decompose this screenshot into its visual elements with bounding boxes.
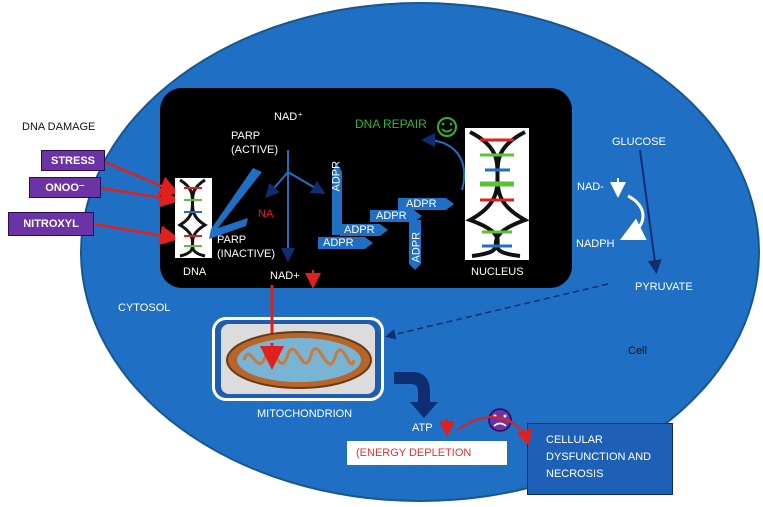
energy-depletion-box: (ENERGY DEPLETION <box>347 441 507 465</box>
dna-helix-left <box>175 178 212 258</box>
dna-repair-label: DNA REPAIR <box>355 117 427 131</box>
adpr-shapes <box>318 163 454 270</box>
na-label: NA <box>258 208 274 220</box>
onoo-box: ONOO⁻ <box>29 177 101 198</box>
parp-inactive-label: PARP (INACTIVE) <box>217 234 276 260</box>
nucleus-label: NUCLEUS <box>471 266 524 278</box>
pyruvate-dashed-arrow <box>385 283 609 340</box>
onoo-arrow <box>100 186 180 208</box>
mitochondrion-illustration <box>226 331 372 389</box>
nad-minus-label: NAD- <box>577 181 604 193</box>
frown-icon <box>488 408 512 432</box>
nad-plus-top-label: NAD⁺ <box>274 111 304 123</box>
mitochondrion-label: MITOCHONDRION <box>257 408 353 420</box>
dna-label: DNA <box>183 266 207 278</box>
nad-to-nadph-curve <box>619 194 647 241</box>
energy-depletion-label: (ENERGY DEPLETION <box>356 447 472 459</box>
glucose-to-pyruvate-arrow <box>639 149 662 274</box>
adpr-label-4: ADPR <box>376 210 407 222</box>
nad-to-adpr-arrow <box>287 171 326 195</box>
dna-damage-label: DNA DAMAGE <box>22 121 96 133</box>
parp-arrow <box>209 168 262 239</box>
to-necrosis-arrow <box>457 416 532 446</box>
dna-helix-nucleus <box>465 128 530 260</box>
nad-plus-bottom-label: NAD+ <box>270 270 300 282</box>
nitroxyl-box: NITROXYL <box>8 212 94 236</box>
adpr-label-1: ADPR <box>331 161 344 192</box>
stress-arrow <box>104 160 180 196</box>
atp-label: ATP <box>412 422 433 434</box>
parp-active-label: PARP (ACTIVE) <box>231 130 279 156</box>
nitroxyl-arrow <box>93 222 180 246</box>
cytosol-label: CYTOSOL <box>118 302 171 314</box>
adpr-label-6: ADPR <box>410 231 423 263</box>
nad-to-na-arrow <box>265 171 289 199</box>
atp-output-arrow <box>394 372 438 418</box>
smile-icon <box>437 117 457 137</box>
stress-box: STRESS <box>41 150 105 171</box>
cellular-dysfunction-box: CELLULAR DYSFUNCTION AND NECROSIS <box>527 423 673 495</box>
glucose-label: GLUCOSE <box>612 136 666 148</box>
nadph-label: NADPH <box>576 238 615 250</box>
adpr-label-2: ADPR <box>323 237 354 249</box>
adpr-label-3: ADPR <box>344 224 375 236</box>
adpr-label-5: ADPR <box>406 198 437 210</box>
dna-repair-curve <box>421 133 466 191</box>
cell-label: Cell <box>628 345 647 357</box>
pyruvate-label: PYRUVATE <box>635 281 693 293</box>
